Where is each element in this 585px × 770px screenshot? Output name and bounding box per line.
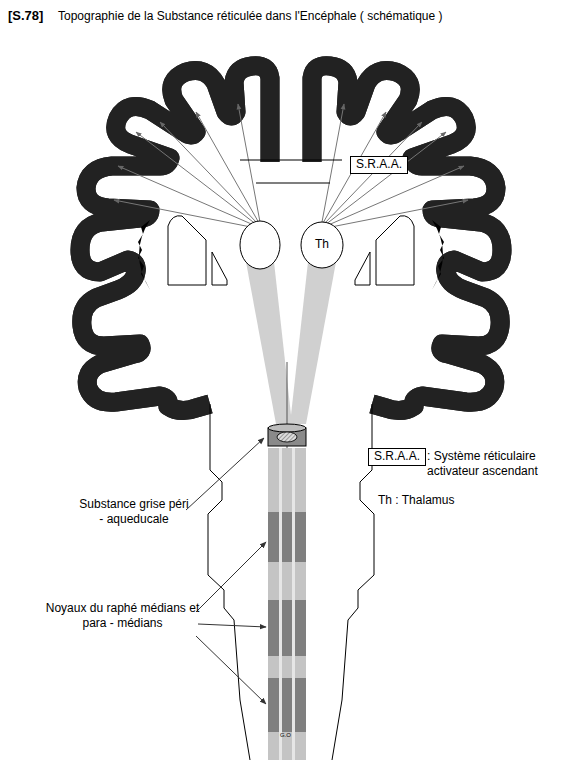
- periaqueductal-gray: [268, 424, 306, 446]
- figure-number: [S.78]: [8, 8, 58, 24]
- ellipse-shape: [301, 222, 343, 268]
- brainstem-column: [268, 448, 306, 760]
- structure-label: Substance grise péri - aqueducale: [78, 497, 190, 527]
- ascending-band: [290, 262, 336, 424]
- raphe-nuclei: [268, 512, 306, 732]
- structure-label: Noyaux du raphé médians et para - médian…: [40, 601, 205, 631]
- thalamus-ellipse: [240, 221, 280, 269]
- raphe-stripes: [268, 448, 306, 760]
- abbreviation-box: S.R.A.A.: [350, 156, 408, 174]
- right-hemisphere: [312, 66, 502, 760]
- left-hemisphere: [80, 66, 270, 760]
- fornix-line: [256, 182, 330, 183]
- thalamus-ellipse: Th: [300, 221, 344, 269]
- node-text: S.R.A.A.: [374, 450, 420, 463]
- legend-text: Th : Thalamus: [378, 493, 528, 508]
- corpus-callosum-line: [240, 159, 342, 160]
- author-initials: G.O: [280, 732, 304, 740]
- diagram-title: Topographie de la Substance réticulée da…: [58, 9, 568, 24]
- ascending-band: [246, 262, 292, 424]
- node-text: Th: [315, 238, 329, 251]
- node-text: S.R.A.A.: [356, 158, 402, 171]
- legend-text: : Système réticulaire activateur ascenda…: [427, 449, 553, 479]
- leader-lines: [186, 438, 266, 704]
- abbreviation-box: S.R.A.A.: [368, 448, 426, 466]
